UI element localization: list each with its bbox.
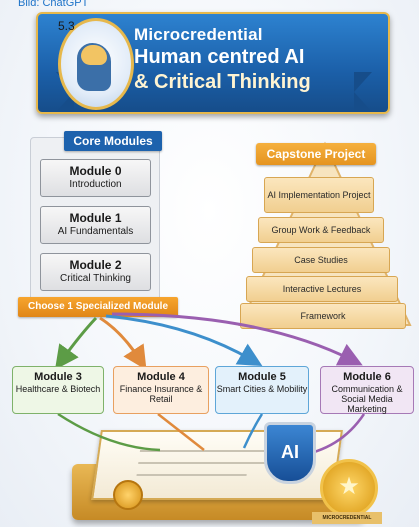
module-title: Module 0	[69, 164, 122, 178]
module-title: Module 6	[343, 371, 391, 383]
module-title: Module 3	[34, 371, 82, 383]
arrow-to-module-3	[54, 316, 98, 370]
module-title: Module 2	[69, 258, 122, 272]
capstone-header: Capstone Project	[256, 143, 376, 165]
module-title: Module 4	[137, 371, 185, 383]
core-module-0: Module 0 Introduction	[40, 159, 151, 197]
core-module-2: Module 2 Critical Thinking	[40, 253, 151, 291]
banner-tail-right	[354, 72, 372, 112]
module-subtitle: Introduction	[69, 179, 122, 190]
module-subtitle: Healthcare & Biotech	[15, 384, 101, 394]
capstone-step: Group Work & Feedback	[258, 217, 384, 243]
specialized-module-4: Module 4 Finance Insurance & Retail	[113, 366, 209, 414]
arrow-to-module-5	[105, 314, 263, 367]
specialized-module-5: Module 5 Smart Cities & Mobility	[215, 366, 309, 414]
module-subtitle: AI Fundamentals	[57, 226, 134, 237]
capstone-step: Interactive Lectures	[246, 276, 398, 302]
module-title: Module 1	[69, 211, 122, 225]
capstone-step: Framework	[240, 303, 406, 329]
module-subtitle: Critical Thinking	[60, 273, 131, 284]
capstone-step: Case Studies	[252, 247, 390, 273]
banner-title-line3: & Critical Thinking	[134, 71, 311, 93]
capstone-step: AI Implementation Project	[264, 177, 374, 213]
module-subtitle: Smart Cities & Mobility	[216, 384, 308, 394]
module-subtitle: Communication & Social Media Marketing	[331, 384, 403, 414]
ai-shield-icon: AI	[264, 422, 316, 484]
arrow-to-module-4	[99, 316, 147, 371]
image-caption: Bild: ChatGPT	[18, 0, 89, 9]
module-title: Module 5	[238, 371, 286, 383]
microcredential-ribbon: MICROCREDENTIAL	[312, 512, 382, 524]
brain-head-icon	[58, 18, 134, 110]
specialized-module-6: Module 6 Communication & Social Media Ma…	[320, 366, 414, 414]
section-number: 5.3	[58, 19, 75, 33]
ribbon-seal-icon	[113, 480, 143, 510]
specialized-module-3: Module 3 Healthcare & Biotech	[12, 366, 104, 414]
banner-title-line2: Human centred AI	[134, 46, 305, 68]
module-subtitle: Finance Insurance & Retail	[119, 384, 203, 404]
choose-specialized-module-banner: Choose 1 Specialized Module	[18, 297, 178, 317]
star-badge-icon: ★	[320, 459, 378, 517]
core-module-1: Module 1 AI Fundamentals	[40, 206, 151, 244]
core-modules-header: Core Modules	[64, 131, 162, 151]
banner-title-line1: Microcredential	[134, 25, 263, 44]
banner-title: Microcredential Human centred AI & Criti…	[134, 24, 384, 95]
